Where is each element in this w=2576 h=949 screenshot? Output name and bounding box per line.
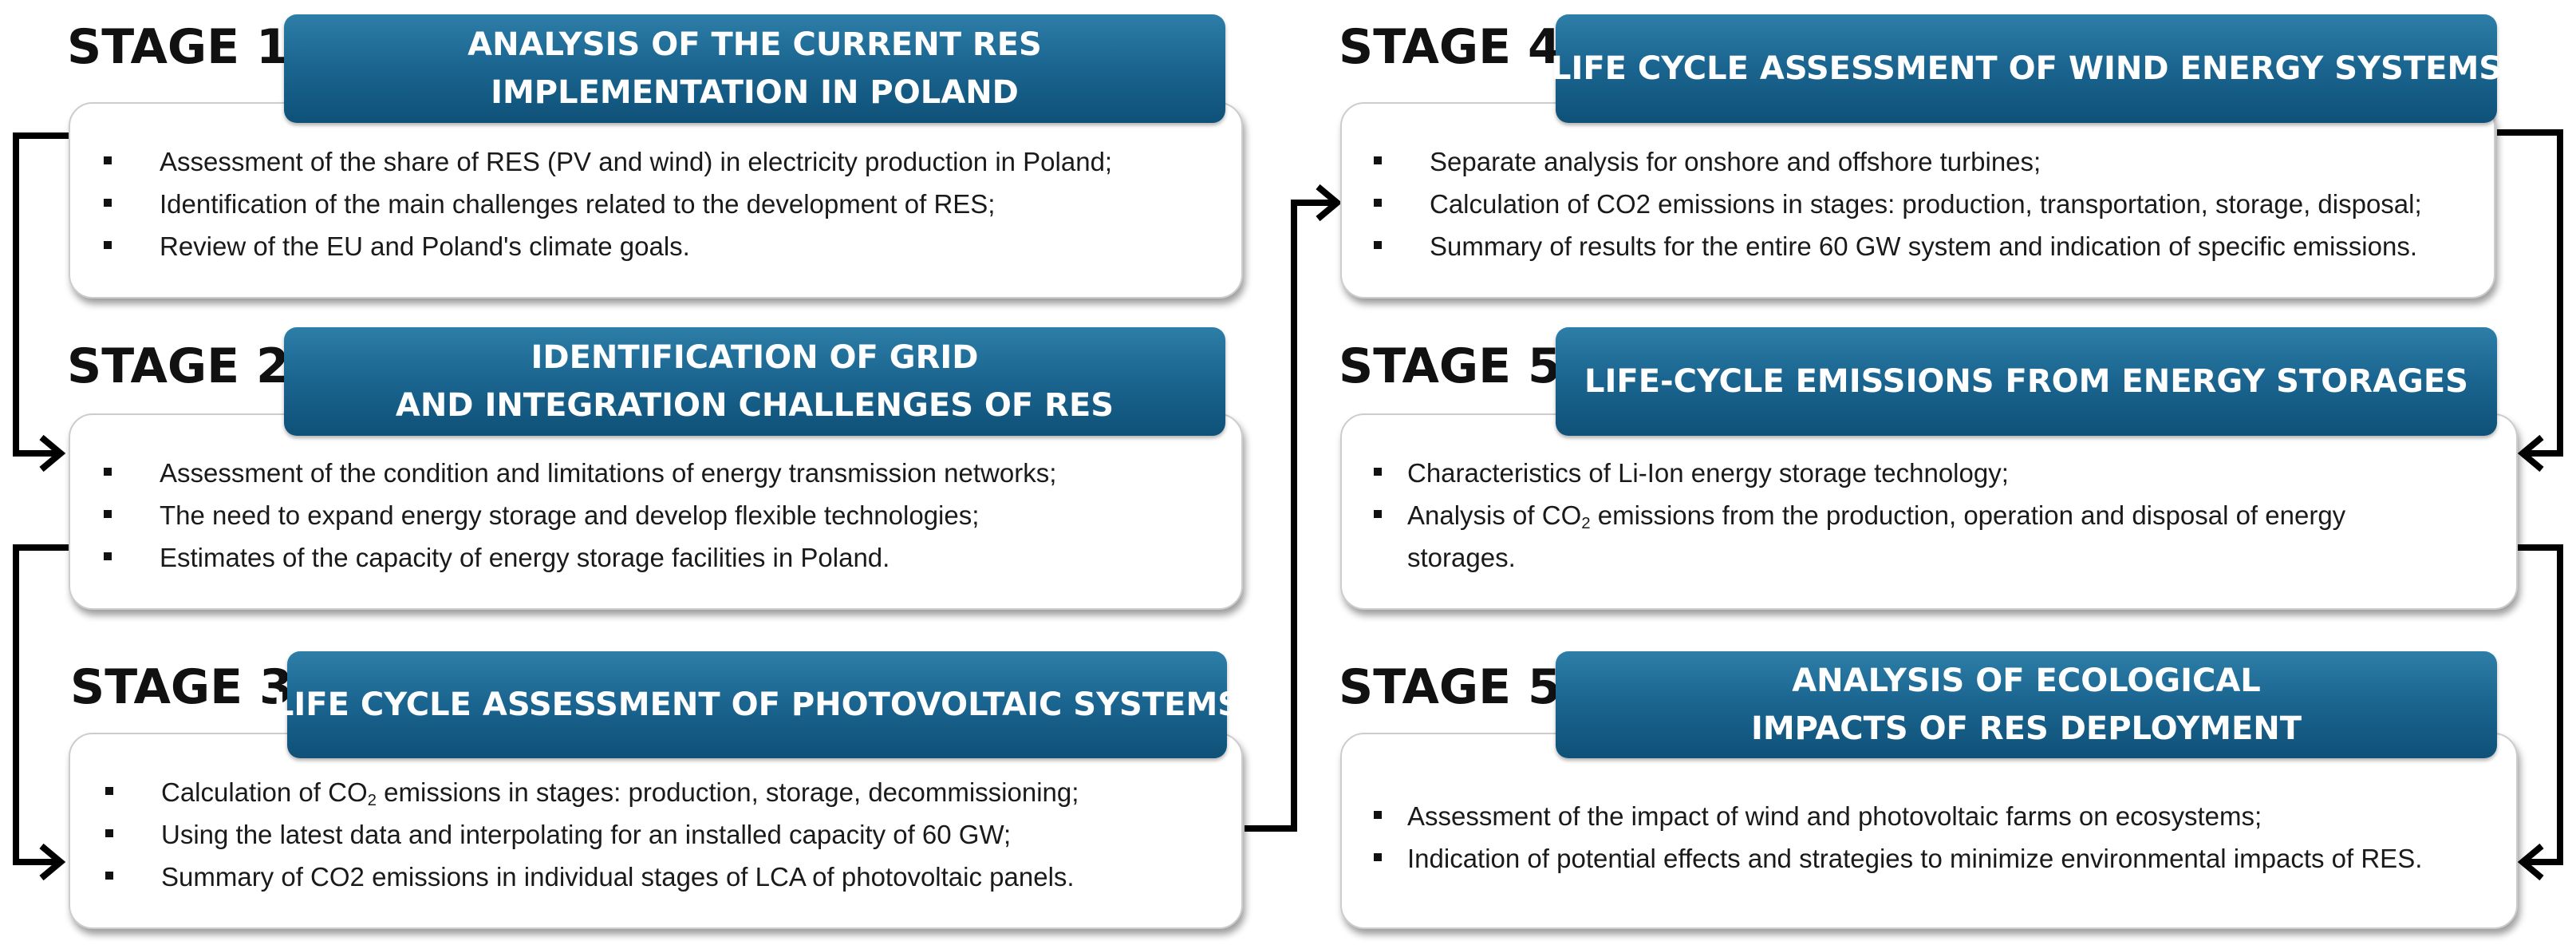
stage-2-item-3: Estimates of the capacity of energy stor… [104, 536, 1056, 579]
stage-1-label: STAGE 1 [67, 19, 290, 75]
stage-1-item-2: Identification of the main challenges re… [104, 183, 1112, 225]
stage-2-title-line-1: IDENTIFICATION OF GRID [531, 339, 979, 376]
stage-5b-title-banner: ANALYSIS OF ECOLOGICAL IMPACTS OF RES DE… [1556, 651, 2497, 758]
stage-3-item-list: Calculation of CO2 emissions in stages: … [105, 771, 1079, 898]
stage-5-item-list: Characteristics of Li-Ion energy storage… [1374, 452, 2411, 579]
stage-3-panel: Calculation of CO2 emissions in stages: … [69, 733, 1243, 929]
stage-4-label: STAGE 4 [1339, 19, 1561, 75]
arrow-stage1-stage2-icon [39, 434, 66, 473]
stage-3-item-1-text: Calculation of CO [161, 777, 368, 807]
arrow-stage5-stage5b-icon [2517, 843, 2544, 881]
stage-5-item-2-text: Analysis of CO [1407, 500, 1582, 530]
stage-5b-title-line-1: ANALYSIS OF ECOLOGICAL [1792, 662, 2261, 699]
stage-3-item-1-subscript: 2 [367, 791, 377, 810]
stage-3-title-line-1: LIFE CYCLE ASSESSMENT OF PHOTOVOLTAIC SY… [273, 686, 1241, 723]
stage-4-title-line-1: LIFE CYCLE ASSESSMENT OF WIND ENERGY SYS… [1550, 50, 2503, 87]
stage-1-item-list: Assessment of the share of RES (PV and w… [104, 140, 1112, 267]
stage-1-title-line-2: IMPLEMENTATION IN POLAND [491, 74, 1019, 111]
stage-4-title-banner: LIFE CYCLE ASSESSMENT OF WIND ENERGY SYS… [1551, 14, 2502, 123]
stage-4-panel: Separate analysis for onshore and offsho… [1340, 102, 2495, 299]
stage-3-label: STAGE 3 [70, 659, 293, 715]
arrow-stage4-stage5-icon [2517, 434, 2544, 473]
stage-2-item-1: Assessment of the condition and limitati… [104, 452, 1056, 494]
stage-5-title-banner: LIFE-CYCLE EMISSIONS FROM ENERGY STORAGE… [1556, 327, 2497, 436]
connector-stage5-stage5b [2497, 544, 2563, 865]
stage-1-title-line-1: ANALYSIS OF THE CURRENT RES [467, 26, 1042, 63]
connector-stage4-stage5 [2497, 129, 2563, 457]
arrow-stage2-stage3-icon [39, 843, 66, 881]
stage-2-item-list: Assessment of the condition and limitati… [104, 452, 1056, 579]
stage-5-item-1: Characteristics of Li-Ion energy storage… [1374, 452, 2411, 494]
connector-stage2-stage3 [13, 544, 69, 865]
stage-4-item-1: Separate analysis for onshore and offsho… [1374, 140, 2422, 183]
stage-1-item-1: Assessment of the share of RES (PV and w… [104, 140, 1112, 183]
stage-5-item-2-subscript: 2 [1581, 514, 1591, 533]
stage-3-title-banner: LIFE CYCLE ASSESSMENT OF PHOTOVOLTAIC SY… [274, 651, 1241, 758]
stage-5-title-line-1: LIFE-CYCLE EMISSIONS FROM ENERGY STORAGE… [1584, 363, 2468, 400]
stage-5-label: STAGE 5 [1339, 338, 1561, 394]
stage-3-item-1-rest: emissions in stages: production, storage… [377, 777, 1079, 807]
stage-5-panel: Characteristics of Li-Ion energy storage… [1340, 413, 2518, 610]
stage-2-title-line-2: AND INTEGRATION CHALLENGES OF RES [395, 387, 1114, 424]
stage-5b-panel: Assessment of the impact of wind and pho… [1340, 733, 2518, 929]
stage-3-item-1: Calculation of CO2 emissions in stages: … [105, 771, 1079, 813]
stage-5-item-2-rest: emissions from the production, operation… [1407, 500, 2346, 572]
stage-5b-title-line-2: IMPACTS OF RES DEPLOYMENT [1750, 710, 2302, 747]
stage-5-item-2: Analysis of CO2 emissions from the produ… [1374, 494, 2411, 579]
stage-1-title-banner: ANALYSIS OF THE CURRENT RES IMPLEMENTATI… [284, 14, 1225, 123]
stage-4-item-3: Summary of results for the entire 60 GW … [1374, 225, 2422, 267]
stage-3-item-2: Using the latest data and interpolating … [105, 813, 1079, 856]
stage-5b-item-1: Assessment of the impact of wind and pho… [1374, 795, 2422, 837]
connector-stage3-stage4 [1245, 200, 1332, 832]
stage-4-item-2: Calculation of CO2 emissions in stages: … [1374, 183, 2422, 225]
stage-2-item-2: The need to expand energy storage and de… [104, 494, 1056, 536]
connector-stage1-stage2 [13, 132, 69, 457]
stage-5b-item-2: Indication of potential effects and stra… [1374, 837, 2422, 880]
stage-2-panel: Assessment of the condition and limitati… [69, 413, 1243, 610]
stage-1-panel: Assessment of the share of RES (PV and w… [69, 102, 1243, 299]
stage-3-item-3: Summary of CO2 emissions in individual s… [105, 856, 1079, 898]
stage-2-title-banner: IDENTIFICATION OF GRID AND INTEGRATION C… [284, 327, 1225, 436]
stage-4-item-list: Separate analysis for onshore and offsho… [1374, 140, 2422, 267]
stage-1-item-3: Review of the EU and Poland's climate go… [104, 225, 1112, 267]
stage-5b-item-list: Assessment of the impact of wind and pho… [1374, 795, 2422, 880]
stage-2-label: STAGE 2 [67, 338, 290, 394]
stage-5b-label: STAGE 5 [1339, 659, 1561, 715]
arrow-stage3-stage4-icon [1316, 184, 1343, 222]
